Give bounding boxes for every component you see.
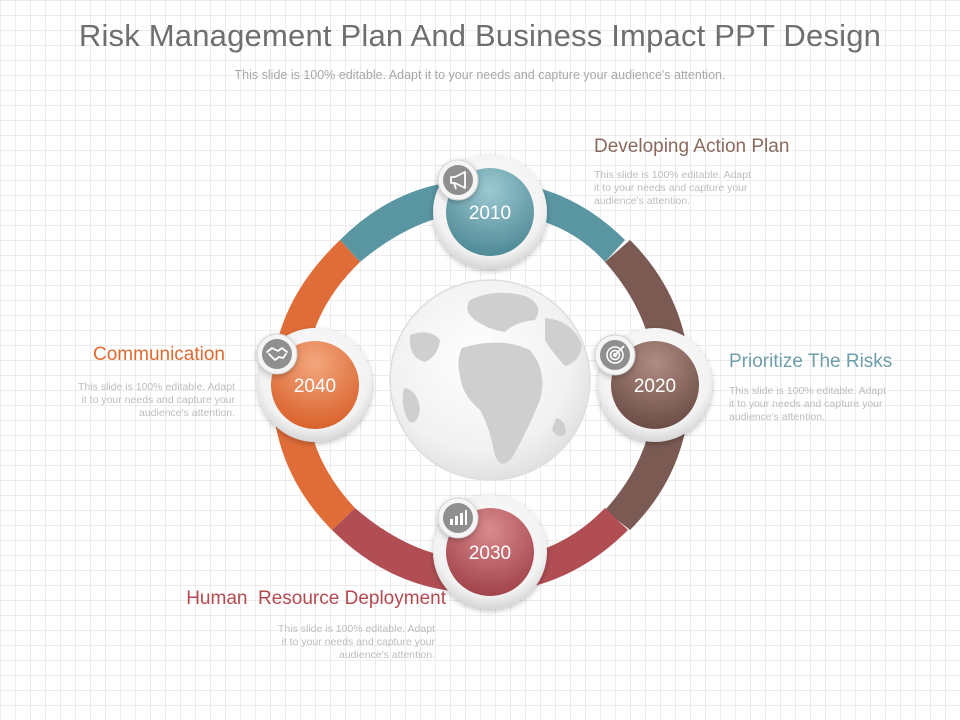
section-description: This slide is 100% editable. Adapt it to… <box>729 385 887 423</box>
section-heading: Prioritize The Risks <box>729 351 893 372</box>
node-2030: 2030 <box>433 495 547 609</box>
target-icon <box>606 345 625 364</box>
node-2040: 2040 <box>256 328 372 442</box>
section-heading: Communication <box>93 344 225 365</box>
ring-segment-red <box>332 508 628 593</box>
handshake-icon <box>266 347 288 361</box>
ring-segment-teal <box>340 180 625 262</box>
node-label: 2030 <box>469 543 511 564</box>
bar-chart-icon <box>450 510 467 525</box>
section-description: This slide is 100% editable. Adapt it to… <box>277 623 435 661</box>
node-label: 2010 <box>469 203 511 224</box>
node-2020: 2020 <box>594 328 712 442</box>
node-label: 2020 <box>634 376 676 397</box>
slide-subtitle: This slide is 100% editable. Adapt it to… <box>234 68 726 82</box>
section-heading: Human Resource Deployment <box>186 588 446 609</box>
section-description: This slide is 100% editable. Adapt it to… <box>77 381 235 419</box>
ring-segments <box>272 180 690 593</box>
globe <box>389 279 591 481</box>
megaphone-icon <box>450 171 466 190</box>
section-heading: Developing Action Plan <box>594 136 790 157</box>
ring-segment-brown <box>605 240 690 530</box>
section-description: This slide is 100% editable. Adapt it to… <box>594 169 752 207</box>
node-2010: 2010 <box>433 155 547 269</box>
ring-segment-orange <box>272 240 360 530</box>
slide-title: Risk Management Plan And Business Impact… <box>78 18 882 53</box>
node-label: 2040 <box>294 376 336 397</box>
